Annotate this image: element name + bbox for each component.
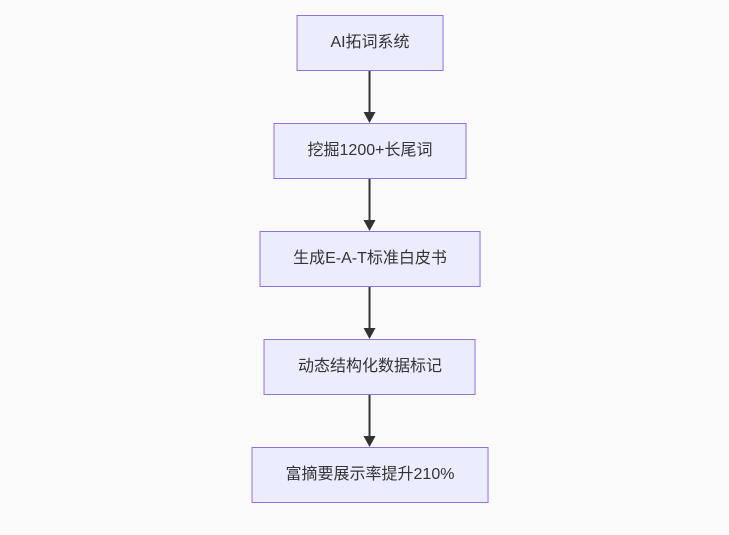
arrow-line [369, 287, 371, 334]
flow-edge-4 [363, 395, 377, 447]
flow-node-label: 富摘要展示率提升210% [285, 466, 455, 484]
flow-edge-2 [363, 179, 377, 231]
arrow-down-icon [364, 436, 376, 447]
arrow-line [369, 179, 371, 226]
flow-node-structured-data-markup: 动态结构化数据标记 [263, 339, 476, 395]
arrow-line [369, 395, 371, 442]
flow-node-label: 动态结构化数据标记 [297, 358, 442, 376]
flow-node-eat-whitepaper: 生成E-A-T标准白皮书 [259, 231, 481, 287]
flowchart-canvas: AI拓词系统 挖掘1200+长尾词 生成E-A-T标准白皮书 动态结构化数据标记… [251, 15, 489, 503]
flow-node-label: 挖掘1200+长尾词 [307, 142, 433, 160]
flow-node-label: 生成E-A-T标准白皮书 [293, 250, 447, 268]
flow-node-longtail-mining: 挖掘1200+长尾词 [273, 123, 467, 179]
flow-node-ai-keyword-system: AI拓词系统 [296, 15, 444, 71]
arrow-line [369, 71, 371, 118]
flow-edge-3 [363, 287, 377, 339]
flow-edge-1 [363, 71, 377, 123]
arrow-down-icon [364, 220, 376, 231]
flow-node-rich-snippet-result: 富摘要展示率提升210% [251, 447, 489, 503]
arrow-down-icon [364, 112, 376, 123]
flow-node-label: AI拓词系统 [330, 34, 410, 52]
arrow-down-icon [364, 328, 376, 339]
